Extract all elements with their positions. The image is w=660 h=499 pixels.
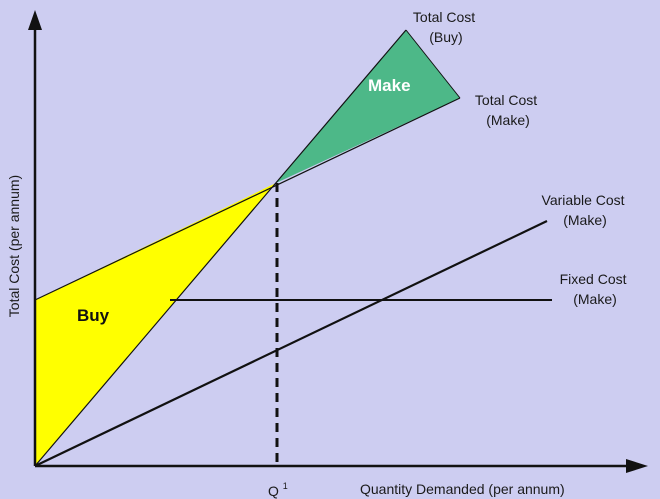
total-cost-buy-line (34, 29, 407, 467)
fixed-cost-make-label-line1: Fixed Cost (560, 271, 627, 287)
total-cost-buy-label: Total Cost (Buy) (413, 9, 479, 45)
y-axis-arrow-icon (28, 10, 42, 30)
total-cost-make-line (34, 97, 461, 301)
total-cost-make-label-line1: Total Cost (475, 92, 537, 108)
make-region-label: Make (368, 76, 411, 95)
x-axis-label: Quantity Demanded (per annum) (360, 481, 565, 497)
total-cost-make-label-line2: (Make) (486, 112, 530, 128)
variable-cost-line (34, 220, 548, 467)
total-cost-buy-label-line1: Total Cost (413, 9, 475, 25)
q1-marker-superscript: 1 (283, 481, 288, 491)
buy-region-label: Buy (77, 306, 110, 325)
q1-marker-label: Q 1 (268, 481, 288, 499)
make-region (276, 30, 460, 183)
variable-cost-make-label-line2: (Make) (563, 212, 607, 228)
total-cost-buy-label-line2: (Buy) (429, 29, 462, 45)
fixed-cost-make-label-line2: (Make) (573, 291, 617, 307)
x-axis-arrow-icon (626, 459, 648, 473)
make-region-edge (405, 29, 461, 99)
fixed-cost-make-label: Fixed Cost (Make) (560, 271, 631, 307)
total-cost-make-label: Total Cost (Make) (475, 92, 541, 128)
variable-cost-make-label: Variable Cost (Make) (542, 192, 629, 228)
q1-marker-letter: Q (268, 483, 279, 499)
variable-cost-make-label-line1: Variable Cost (542, 192, 625, 208)
y-axis-label: Total Cost (per annum) (6, 175, 22, 317)
